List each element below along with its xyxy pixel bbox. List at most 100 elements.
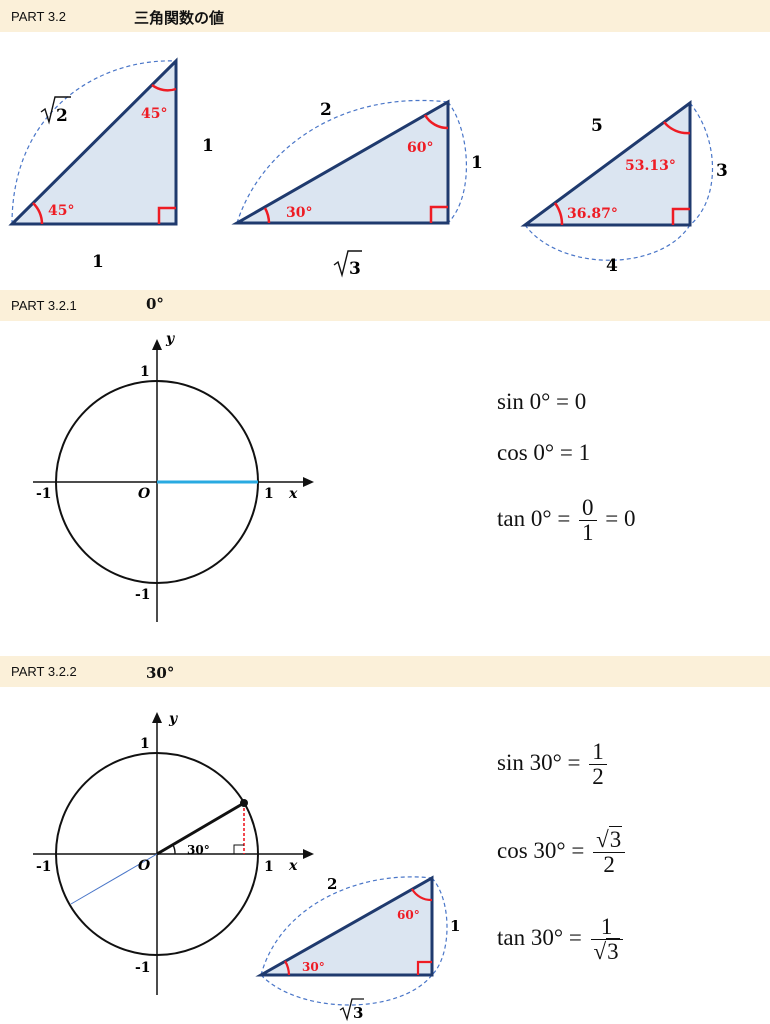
angle-label: 30° [187, 843, 210, 857]
numerator-sqrt: √3 [593, 826, 625, 852]
y-axis-arrow [152, 712, 162, 723]
formula-tan-0: tan 0° = 0 1 = 0 [497, 496, 636, 545]
equals: = [571, 837, 585, 863]
argument: 30° [529, 749, 562, 775]
section-header-3-2: PART 3.2 三角関数の値 [0, 0, 770, 32]
hypotenuse-label: 2 [327, 875, 337, 893]
function-name: tan [497, 924, 526, 950]
hypotenuse-radicand: 2 [56, 106, 68, 126]
hypotenuse-label: 5 [591, 116, 603, 136]
section-title: 0° [146, 295, 164, 313]
equals: = [556, 389, 570, 414]
tick-y-pos-one: 1 [140, 736, 150, 752]
guide-arc-leg [447, 101, 467, 224]
leg-horizontal-label: 3 [339, 998, 364, 1022]
numerator: 1 [600, 914, 613, 939]
triangle-45-45-90: 45° 45° 2 1 1 [8, 57, 214, 272]
angle-label-base: 36.87° [567, 206, 618, 222]
section-header-3-2-1: PART 3.2.1 0° [0, 290, 770, 321]
formula-tan-30: tan 30° = 1 √3 [497, 915, 626, 964]
angle-label-top: 45° [141, 106, 167, 122]
x-axis-label: x [288, 486, 298, 502]
sqrt-sign [40, 96, 71, 125]
tick-x-neg-one: -1 [36, 859, 52, 875]
leg-horizontal-label: 1 [92, 252, 104, 272]
unit-circle [55, 752, 259, 956]
angle-label-base: 30° [286, 205, 312, 221]
fraction: 1 √3 [590, 914, 623, 964]
origin-label: O [138, 858, 151, 874]
angle-label-base: 45° [48, 203, 74, 219]
function-name: cos [497, 837, 528, 863]
tick-x-pos-one: 1 [264, 859, 274, 875]
function-name: sin [497, 749, 524, 775]
result: 0 [574, 389, 587, 414]
radical-sign: √ [596, 827, 609, 852]
numerator: 3 [608, 826, 623, 852]
tick-y-pos-one: 1 [140, 364, 150, 380]
angle-arc-top [151, 83, 177, 92]
numerator: 0 [582, 495, 594, 520]
leg-horizontal-radicand: 3 [353, 1004, 363, 1022]
angle-arc-base [32, 202, 44, 225]
guide-arc-hyp [236, 100, 449, 224]
numerator: 1 [592, 739, 604, 764]
hypotenuse-label: 2 [40, 96, 71, 126]
section-title: 30° [146, 664, 175, 682]
unit-circle-30: 30° y x O 1 1 -1 -1 [33, 711, 314, 995]
denominator: 2 [593, 852, 626, 877]
section-code: PART 3.2.2 [11, 664, 77, 679]
x-axis-arrow [303, 477, 314, 487]
triangle-30-60-90: 30° 60° 2 1 3 [231, 99, 483, 279]
angle-arc-base [284, 960, 291, 976]
leg-horizontal-radicand: 3 [349, 259, 361, 279]
triangle-body [231, 99, 450, 225]
function-name: sin [497, 389, 524, 414]
angle-arc-top [663, 121, 691, 135]
hypotenuse-label: 2 [320, 100, 332, 120]
right-angle-mark [157, 206, 176, 224]
tick-y-neg-one: -1 [135, 960, 151, 976]
radical-sign: √ [593, 939, 607, 964]
triangle-3-4-5: 36.87° 53.13° 5 3 4 [520, 100, 728, 276]
argument: 0° [533, 440, 555, 465]
leg-vertical-label: 1 [450, 917, 460, 935]
origin-label: O [138, 486, 151, 502]
x-axis-arrow [303, 849, 314, 859]
radius-extension [70, 853, 158, 905]
section-title: 三角関数の値 [134, 9, 225, 27]
argument: 0° [530, 505, 552, 531]
function-name: cos [497, 440, 528, 465]
denominator: 3 [606, 938, 620, 964]
right-angle-mark [671, 207, 690, 225]
tick-x-pos-one: 1 [264, 486, 274, 502]
equals: = [568, 924, 582, 950]
tick-x-neg-one: -1 [36, 486, 52, 502]
fraction: 0 1 [579, 496, 597, 545]
radius-30 [156, 801, 245, 856]
result: 1 [578, 440, 591, 465]
leg-horizontal-label: 3 [333, 250, 362, 279]
y-axis-label: y [165, 331, 175, 347]
x-axis-label: x [288, 858, 298, 874]
tick-y-neg-one: -1 [135, 587, 151, 603]
angle-label-top: 60° [397, 908, 420, 922]
equals: = [605, 505, 619, 531]
denominator: 2 [589, 764, 607, 789]
denominator-sqrt: √3 [590, 938, 623, 964]
result: 0 [624, 505, 636, 531]
argument: 30° [533, 837, 566, 863]
function-name: tan [497, 505, 526, 531]
y-axis-arrow [152, 339, 162, 350]
denominator: 1 [579, 520, 597, 545]
section-header-3-2-2: PART 3.2.2 30° [0, 656, 770, 687]
guide-arc-base [260, 974, 433, 1006]
leg-vertical-label: 3 [716, 161, 728, 181]
equals: = [559, 440, 573, 465]
angle-label-base: 30° [302, 960, 325, 974]
equals: = [557, 505, 571, 531]
guide-arc-leg [431, 877, 448, 976]
angle-label-top: 53.13° [625, 158, 676, 174]
sqrt-sign [333, 250, 362, 278]
argument: 30° [530, 924, 564, 950]
